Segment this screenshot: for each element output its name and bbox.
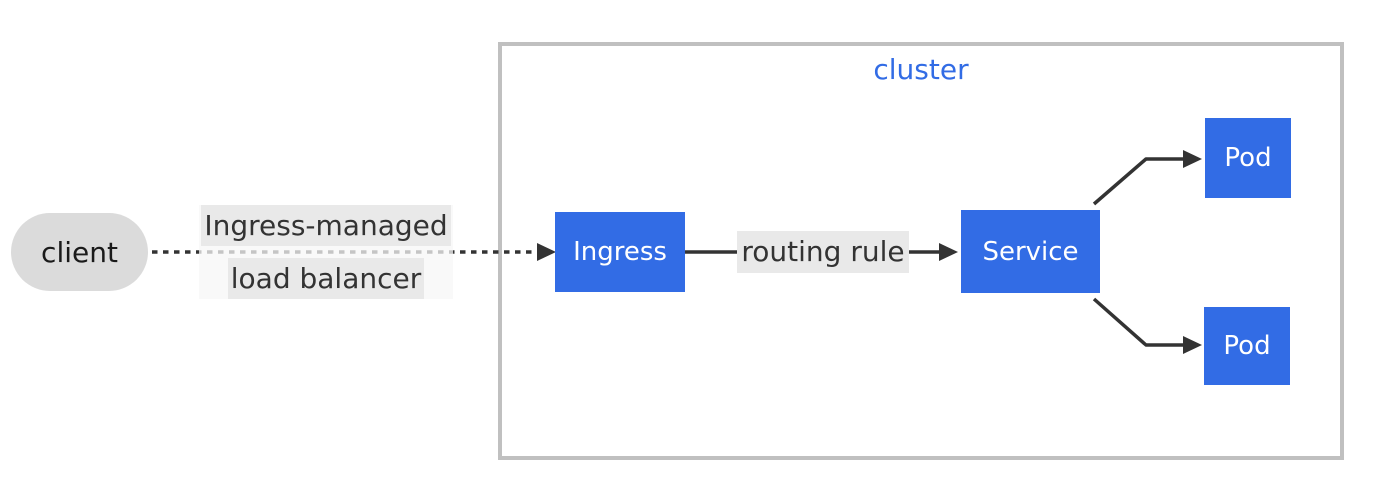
cluster-label: cluster xyxy=(873,53,969,86)
edge-label-line-2: load balancer xyxy=(227,258,425,299)
service-node: Service xyxy=(961,210,1100,293)
pod-node-bottom: Pod xyxy=(1204,307,1290,385)
pod-node-top: Pod xyxy=(1205,118,1291,198)
edge-service-podtop-line xyxy=(1092,157,1184,206)
edge-label-ingress-managed-load-balancer: Ingress-managed load balancer xyxy=(199,205,453,299)
ingress-node: Ingress xyxy=(555,212,685,292)
cluster-boundary xyxy=(498,42,1344,460)
edge-service-podtop-arrowhead xyxy=(1183,150,1202,168)
edge-ingress-service-arrowhead xyxy=(939,243,958,261)
edge-label-line-1: Ingress-managed xyxy=(201,205,451,246)
edge-service-podbottom-line xyxy=(1092,297,1184,347)
client-node: client xyxy=(11,213,148,291)
edge-label-routing-rule: routing rule xyxy=(737,231,909,273)
edge-client-ingress-arrowhead xyxy=(537,243,556,261)
edge-service-podbottom-arrowhead xyxy=(1183,336,1202,354)
